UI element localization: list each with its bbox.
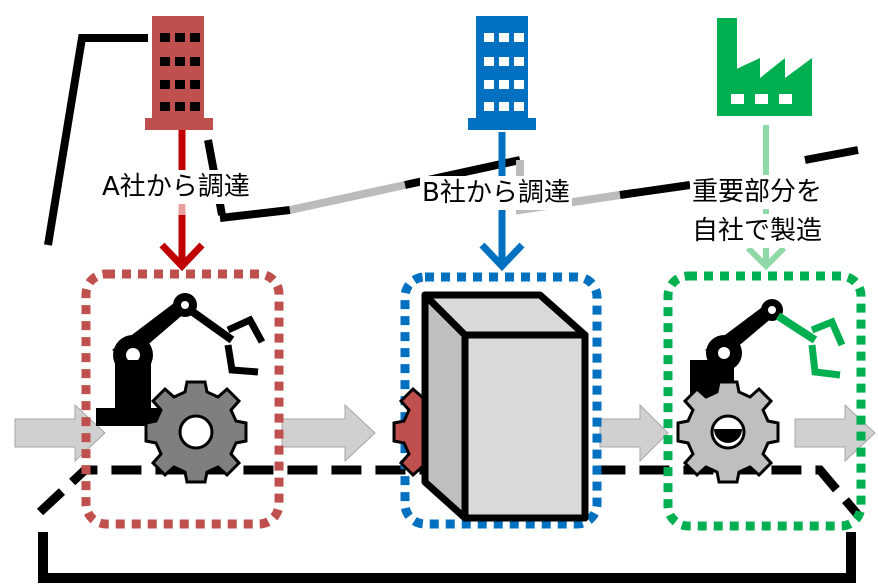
bottom-bracket [38, 532, 856, 583]
flow-arrow-1 [14, 403, 106, 463]
office-building-icon [468, 16, 536, 130]
robot-arm-icon [690, 299, 846, 405]
supplier-a-label: A社から調達 [100, 170, 252, 204]
robot-arm-icon [96, 293, 266, 426]
supplier-c-label-line2: 自社で製造 [690, 214, 825, 248]
factory-icon [717, 18, 812, 116]
office-building-icon [145, 16, 213, 130]
supplier-c-label-line1: 重要部分を [690, 175, 825, 209]
module-c-outline [663, 271, 866, 531]
flow-arrow-3 [599, 403, 669, 463]
flow-arrow-4 [794, 403, 876, 463]
module-a-outline [81, 269, 284, 529]
machine-housing-icon [421, 291, 589, 522]
supplier-b-label: B社から調達 [420, 176, 572, 210]
flow-arrow-2 [281, 403, 376, 463]
gear-icon [144, 380, 248, 484]
gear-icon [676, 380, 780, 484]
